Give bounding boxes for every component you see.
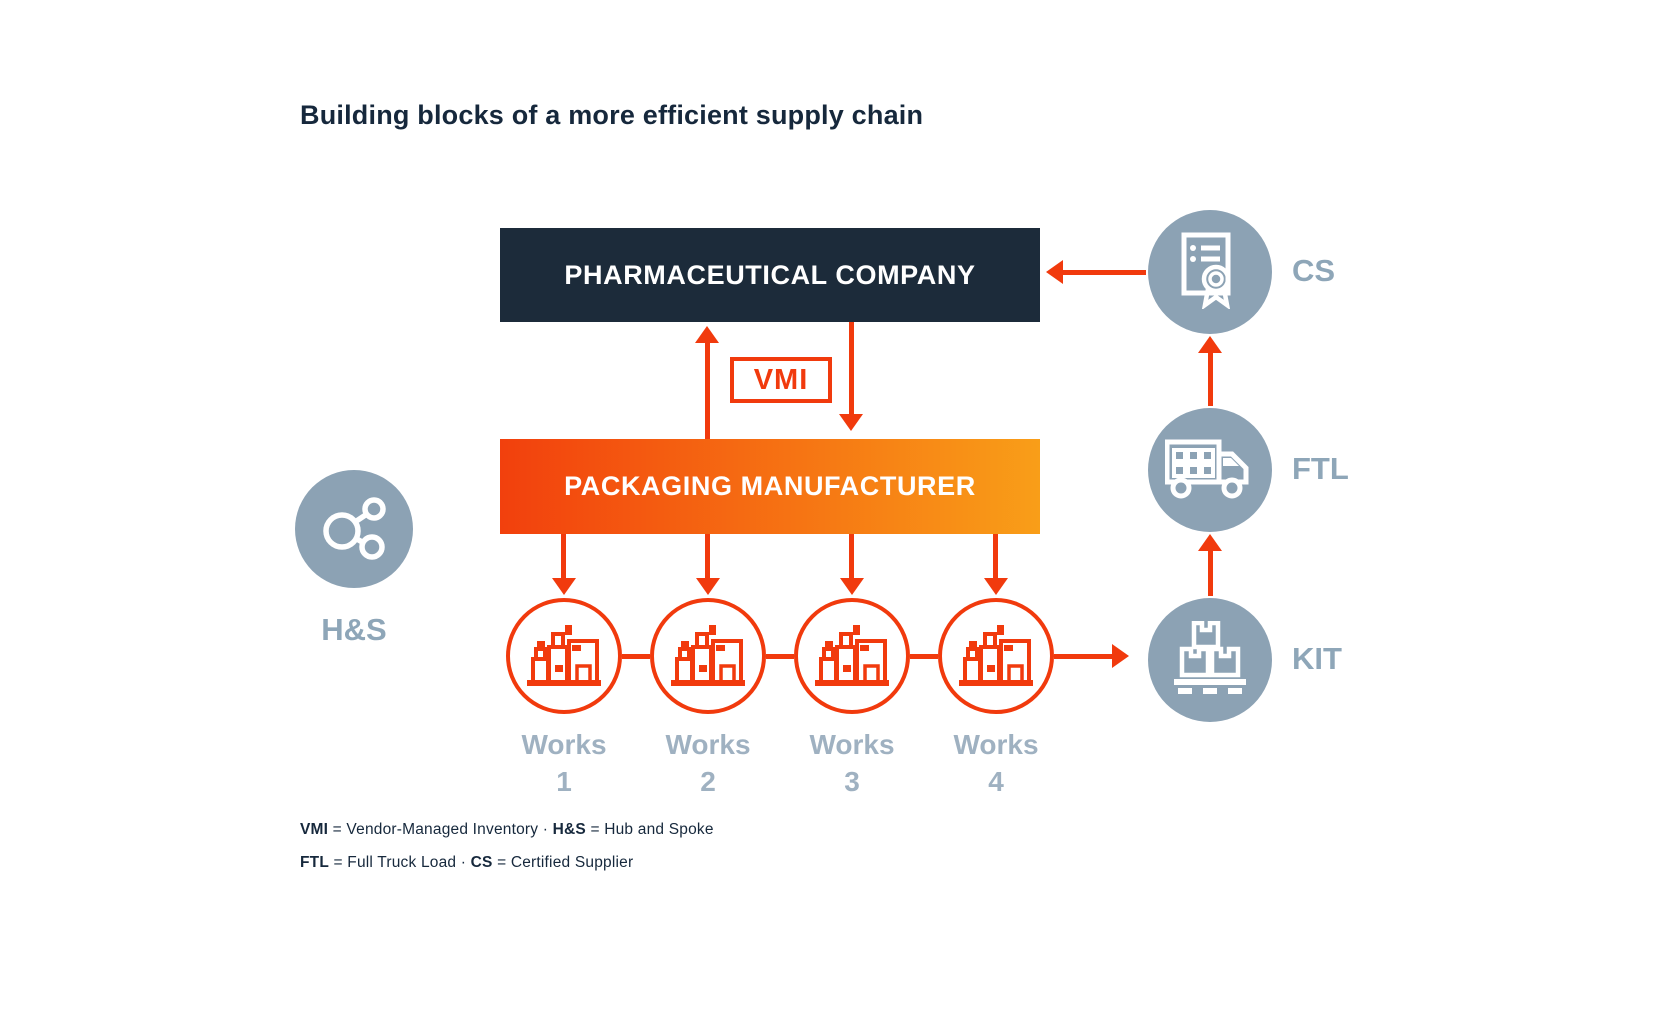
legend-line-2: FTL = Full Truck Load · CS = Certified S… bbox=[300, 854, 633, 872]
arrow-shaft bbox=[849, 534, 854, 580]
legend-term: H&S bbox=[552, 821, 586, 838]
legend-term: VMI bbox=[300, 821, 329, 838]
factory-icon bbox=[525, 621, 603, 692]
pharmaceutical-company-label: PHARMACEUTICAL COMPANY bbox=[564, 259, 976, 290]
works-2-label: Works 2 bbox=[665, 729, 751, 797]
truck-icon bbox=[1164, 436, 1255, 505]
packaging-manufacturer-label: PACKAGING MANUFACTURER bbox=[564, 471, 976, 501]
works-4-label: Works 4 bbox=[953, 729, 1039, 797]
link-works-2-3 bbox=[766, 654, 794, 659]
arrow-shaft bbox=[705, 341, 710, 439]
arrow-shaft bbox=[1208, 548, 1213, 596]
arrow-shaft bbox=[993, 534, 998, 580]
arrow-shaft bbox=[1208, 350, 1213, 406]
vmi-label: VMI bbox=[753, 363, 809, 396]
factory-icon bbox=[957, 621, 1035, 692]
factory-icon bbox=[813, 621, 891, 692]
packaging-manufacturer-box: PACKAGING MANUFACTURER bbox=[500, 439, 1040, 534]
arrow-head bbox=[1198, 534, 1222, 551]
works-3-label: Works 3 bbox=[809, 729, 895, 797]
works-4-node bbox=[938, 598, 1054, 714]
legend-term: FTL bbox=[300, 854, 330, 871]
vmi-box: VMI bbox=[730, 357, 832, 403]
arrow-head bbox=[1046, 260, 1063, 284]
page-title: Building blocks of a more efficient supp… bbox=[300, 100, 924, 130]
hub-and-spoke-node bbox=[295, 470, 413, 588]
works-1-node bbox=[506, 598, 622, 714]
works-2-node bbox=[650, 598, 766, 714]
arrow-head bbox=[1198, 336, 1222, 353]
arrow-head bbox=[839, 414, 863, 431]
hs-label: H&S bbox=[321, 612, 387, 647]
kit-label: KIT bbox=[1292, 641, 1342, 676]
works-1-label: Works 1 bbox=[521, 729, 607, 797]
arrow-head bbox=[696, 578, 720, 595]
legend-definition: = Certified Supplier bbox=[492, 854, 634, 871]
pallet-boxes-icon bbox=[1168, 620, 1252, 700]
arrow-head bbox=[1112, 644, 1129, 668]
legend-line-1: VMI = Vendor-Managed Inventory · H&S = H… bbox=[300, 821, 714, 839]
certified-supplier-node bbox=[1148, 210, 1272, 334]
arrow-shaft bbox=[561, 534, 566, 580]
arrow-shaft bbox=[1054, 654, 1114, 659]
kitting-node bbox=[1148, 598, 1272, 722]
legend-definition: = Hub and Spoke bbox=[585, 821, 714, 838]
full-truck-load-node bbox=[1148, 408, 1272, 532]
arrow-head bbox=[552, 578, 576, 595]
works-3-node bbox=[794, 598, 910, 714]
arrow-shaft bbox=[849, 322, 854, 416]
legend-term: CS bbox=[470, 854, 493, 871]
pharmaceutical-company-box: PHARMACEUTICAL COMPANY bbox=[500, 228, 1040, 322]
hub-and-spoke-icon bbox=[318, 491, 390, 568]
factory-icon bbox=[669, 621, 747, 692]
arrow-head bbox=[984, 578, 1008, 595]
certificate-icon bbox=[1178, 231, 1242, 314]
legend-definition: = Vendor-Managed Inventory · bbox=[328, 821, 553, 838]
cs-label: CS bbox=[1292, 253, 1336, 288]
link-works-3-4 bbox=[910, 654, 938, 659]
arrow-head bbox=[840, 578, 864, 595]
arrow-shaft bbox=[705, 534, 710, 580]
link-works-1-2 bbox=[622, 654, 650, 659]
arrow-head bbox=[695, 326, 719, 343]
ftl-label: FTL bbox=[1292, 451, 1349, 486]
arrow-shaft bbox=[1060, 270, 1146, 275]
legend-definition: = Full Truck Load · bbox=[329, 854, 471, 871]
